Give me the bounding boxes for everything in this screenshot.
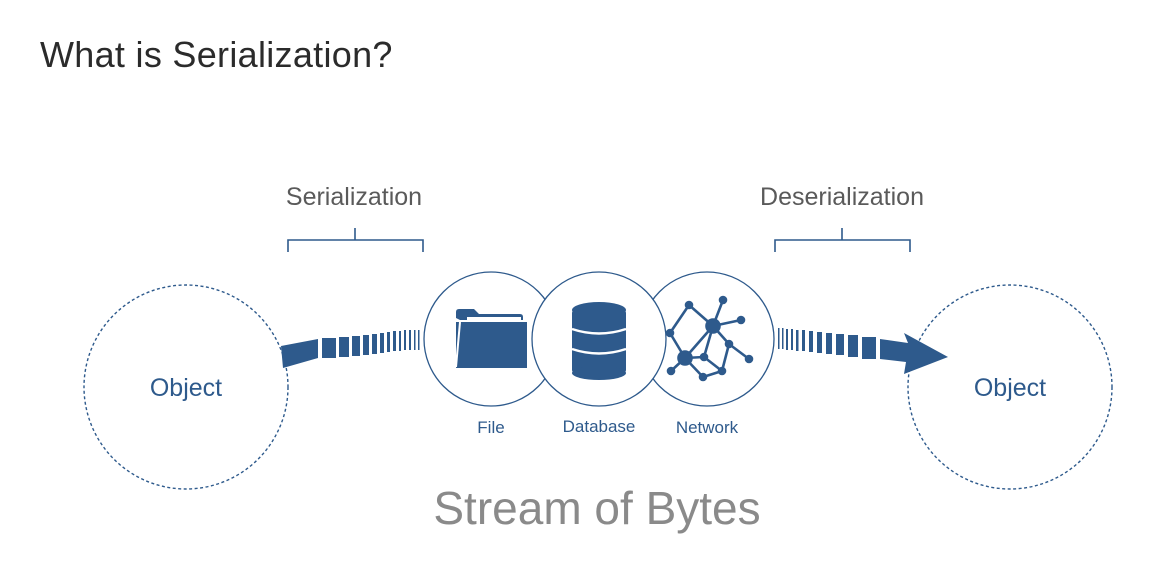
deserialization-label: Deserialization (760, 183, 924, 211)
database-icon (571, 302, 627, 380)
serialization-label: Serialization (286, 183, 422, 211)
source-object-circle (83, 284, 289, 490)
serialization-stream-arrow (281, 330, 420, 368)
folder-icon (455, 309, 527, 368)
network-icon (665, 295, 754, 382)
page-title: What is Serialization? (40, 34, 393, 75)
deserialization-stream-arrow (778, 328, 948, 374)
file-label: File (477, 418, 504, 437)
database-label: Database (563, 417, 636, 436)
network-label: Network (676, 418, 739, 437)
serialization-bracket (287, 228, 424, 252)
target-object-circle (907, 284, 1113, 490)
deserialization-bracket (774, 228, 911, 252)
target-object-label: Object (974, 374, 1046, 402)
source-object-label: Object (150, 374, 222, 402)
stream-label: Stream of Bytes (433, 482, 760, 534)
